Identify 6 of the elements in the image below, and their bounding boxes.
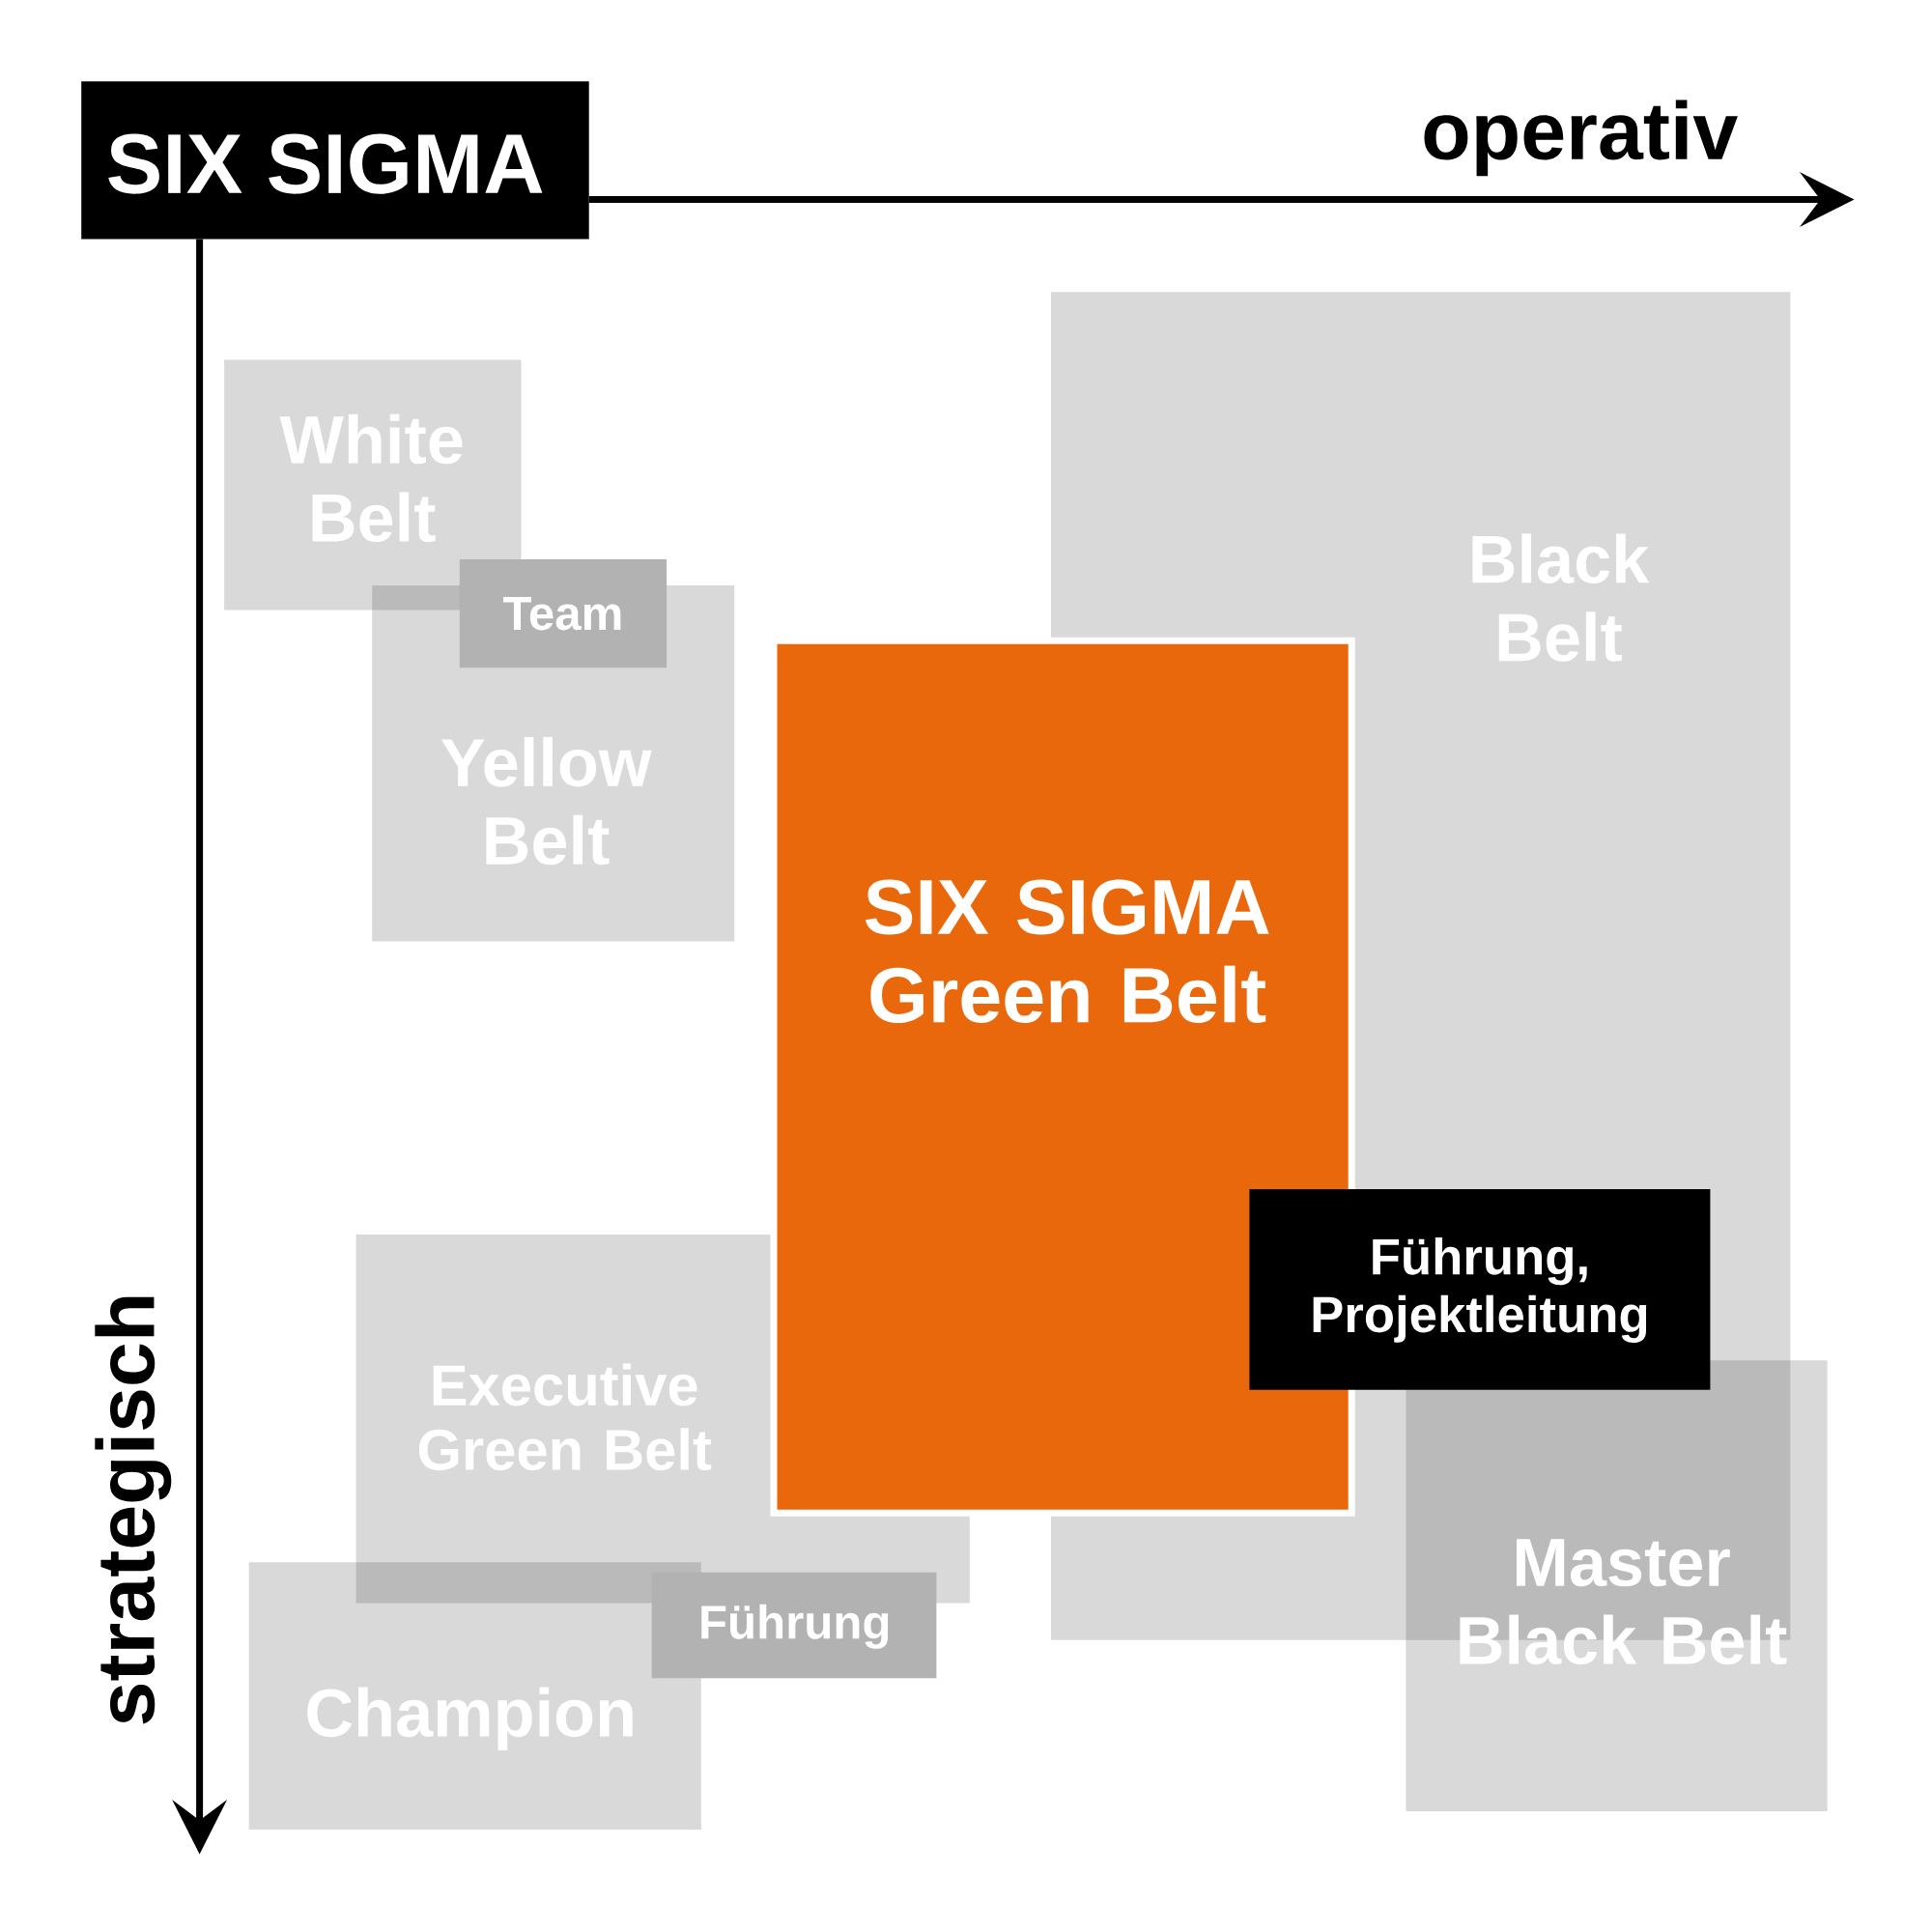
belt-box: Master Black Belt (1406, 1360, 1828, 1811)
axis-label: strategisch (95, 1296, 172, 1724)
title-box: SIX SIGMA (81, 81, 589, 240)
axis-label: operativ (1424, 99, 1738, 177)
tag-box: Team (459, 559, 668, 668)
tag-box: Führung (651, 1572, 937, 1679)
